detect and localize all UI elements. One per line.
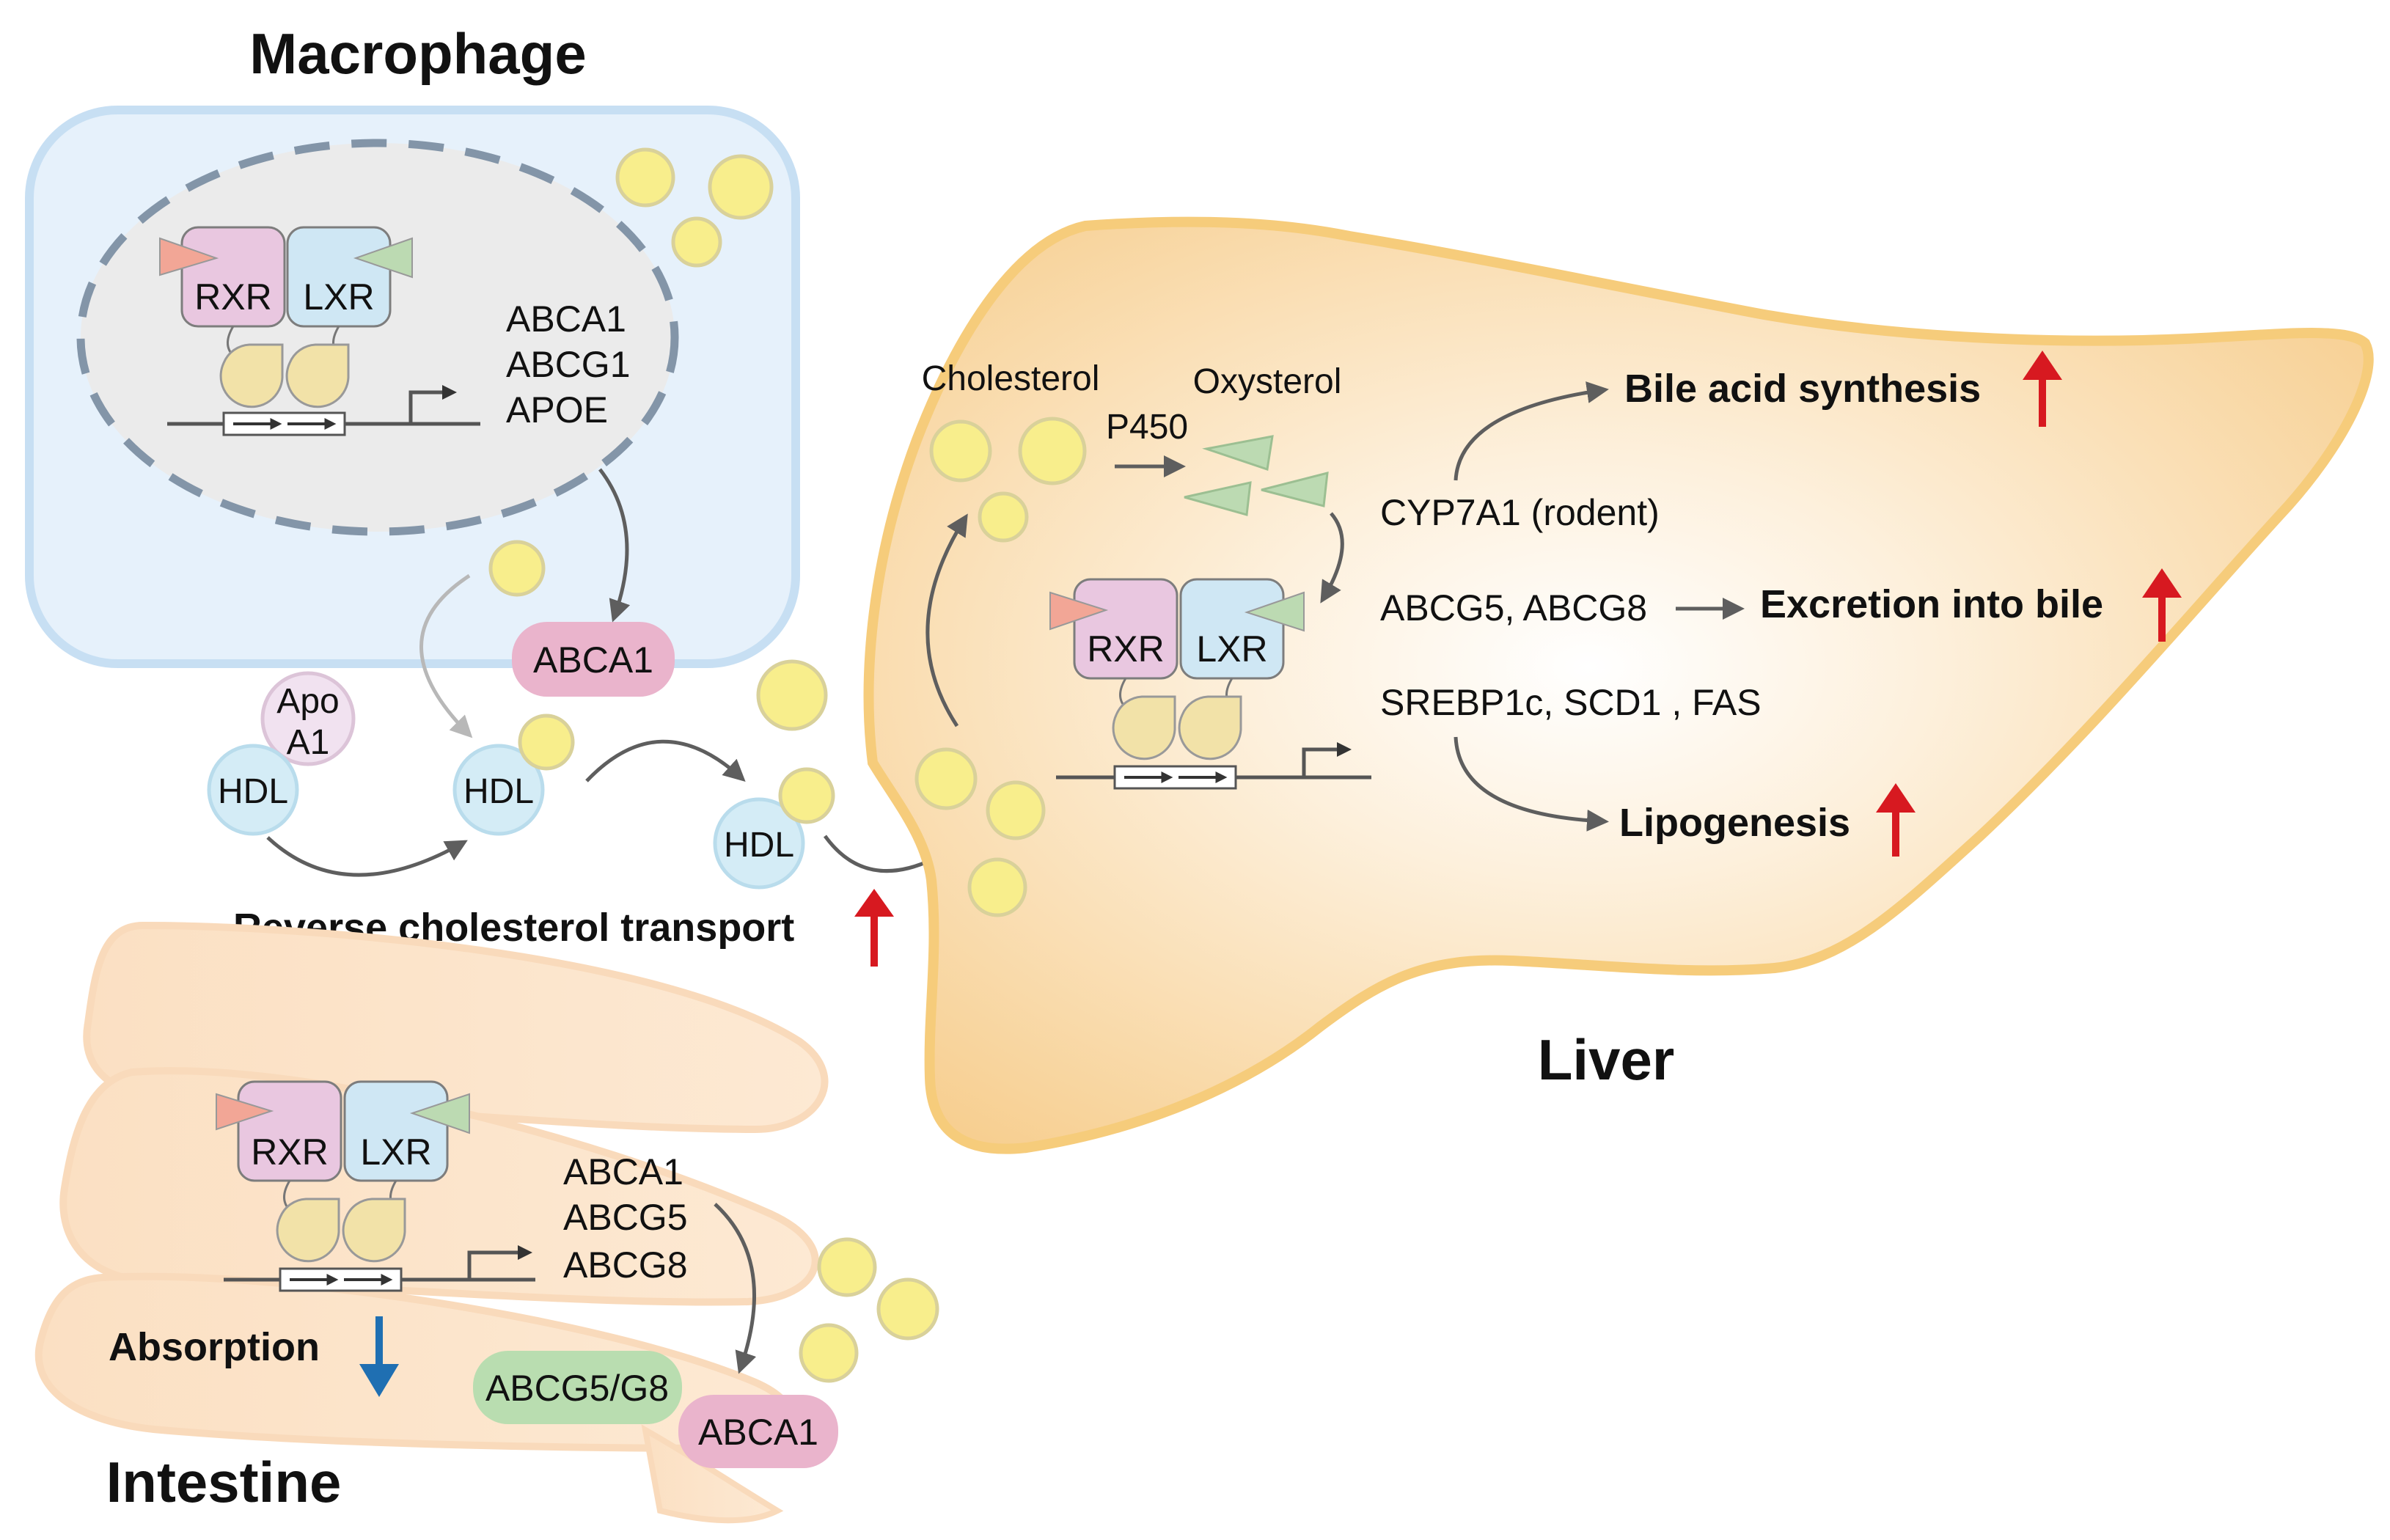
- rxr-ligand-icon: [216, 1093, 274, 1131]
- lxr-label: LXR: [1196, 628, 1267, 670]
- intestine-gene-arrow: [714, 1203, 757, 1374]
- up-arrow-icon: [1876, 783, 1916, 857]
- lxr-label: LXR: [303, 276, 374, 318]
- lxr-label: LXR: [360, 1132, 431, 1173]
- dna-binding-domain: [342, 1198, 406, 1263]
- hdl-maturation-arrow: [266, 836, 468, 877]
- intestine-gene-2: ABCG5: [563, 1197, 688, 1238]
- hdl-transport-arrow: [585, 739, 746, 782]
- transcription-start-icon: [467, 1245, 532, 1280]
- down-arrow-icon: [359, 1316, 399, 1397]
- bile-acid-arrow: [1454, 381, 1609, 481]
- transcription-start-icon: [408, 385, 457, 424]
- up-arrow-icon: [2142, 568, 2182, 642]
- cholesterol-droplet: [488, 540, 546, 597]
- up-arrow-icon: [854, 889, 894, 967]
- cholesterol-droplet: [929, 419, 992, 483]
- srebp-label: SREBP1c, SCD1 , FAS: [1380, 682, 1762, 723]
- oxysterol-icon: [1184, 481, 1252, 516]
- p450-label: P450: [1106, 408, 1188, 447]
- cholesterol-droplet: [978, 491, 1029, 543]
- cholesterol-uptake-arrow: [925, 513, 968, 727]
- gene-to-transporter-arrow: [598, 468, 631, 623]
- cholesterol-droplet: [778, 767, 835, 824]
- cholesterol-droplet: [671, 216, 722, 268]
- cholesterol-droplet: [986, 780, 1046, 840]
- cholesterol-droplet: [518, 714, 575, 771]
- dna-binding-domain: [285, 343, 350, 408]
- oxysterol-label: Oxysterol: [1193, 362, 1342, 401]
- hdl-particle: [452, 744, 545, 836]
- cholesterol-droplet: [799, 1323, 859, 1383]
- efflux-arrow: [419, 573, 473, 738]
- rxr-label: RXR: [194, 276, 272, 318]
- abcg5g8-label: ABCG5/G8: [485, 1368, 669, 1409]
- intestine-gene-1: ABCA1: [563, 1151, 683, 1192]
- abcg5-abcg8-label: ABCG5, ABCG8: [1380, 587, 1647, 628]
- cholesterol-droplet: [1018, 417, 1087, 485]
- hdl-particle: [207, 744, 299, 836]
- cyp7a1-label: CYP7A1 (rodent): [1380, 492, 1660, 533]
- hdl-particle: [713, 797, 805, 890]
- liver-title: Liver: [1538, 1027, 1674, 1092]
- intestine-abca1-label: ABCA1: [698, 1412, 818, 1453]
- cholesterol-droplet: [708, 154, 774, 220]
- hdl-label: HDL: [463, 772, 534, 811]
- macrophage-title: Macrophage: [249, 21, 586, 86]
- oxysterol-icon: [1261, 472, 1329, 507]
- cholesterol-droplet: [817, 1237, 877, 1297]
- transcription-start-icon: [1302, 742, 1352, 777]
- dna-binding-domain: [219, 343, 284, 408]
- excretion-label: Excretion into bile: [1760, 582, 2103, 626]
- dna-binding-domain: [1178, 695, 1242, 760]
- lipogenesis-arrow: [1454, 736, 1609, 832]
- macrophage-gene-3: APOE: [506, 389, 608, 430]
- oxysterol-icon: [1202, 435, 1274, 471]
- up-arrow-icon: [2023, 351, 2062, 427]
- apoa1-label-line2: A1: [287, 723, 330, 762]
- cholesterol-droplet: [615, 147, 675, 208]
- lxr-ligand-icon: [353, 237, 413, 279]
- absorption-label: Absorption: [109, 1325, 320, 1369]
- macrophage-abca1-transporter: [512, 622, 675, 697]
- dna-binding-domain: [276, 1198, 340, 1263]
- lipogenesis-label: Lipogenesis: [1619, 801, 1850, 845]
- intestine-abca1-transporter: [678, 1395, 838, 1468]
- rxr-ligand-icon: [159, 237, 219, 276]
- bile-acid-label: Bile acid synthesis: [1624, 367, 1981, 411]
- macrophage-cell: [25, 106, 800, 668]
- lxr-ligand-icon: [409, 1093, 470, 1134]
- macrophage-gene-1: ABCA1: [506, 298, 626, 340]
- rxr-label: RXR: [1087, 628, 1165, 670]
- hdl-label: HDL: [724, 826, 794, 865]
- cholesterol-droplet: [967, 857, 1027, 917]
- intestine-title: Intestine: [106, 1450, 342, 1514]
- intestine-receptor-complex: RXR LXR: [216, 1080, 535, 1292]
- cholesterol-droplet: [914, 747, 978, 810]
- cholesterol-droplet: [756, 659, 828, 731]
- cholesterol-droplet: [876, 1277, 939, 1341]
- rxr-label: RXR: [251, 1132, 329, 1173]
- abcg5g8-transporter: [473, 1351, 682, 1424]
- intestine-gene-3: ABCG8: [563, 1244, 688, 1286]
- dna-binding-domain: [1112, 695, 1176, 760]
- macrophage-receptor-complex: RXR LXR: [159, 226, 480, 436]
- oxysterol-activation-arrow: [1320, 512, 1344, 604]
- apoa1-label-line1: Apo: [276, 682, 339, 721]
- liver-receptor-complex: RXR LXR: [1049, 578, 1371, 790]
- hdl-label: HDL: [218, 772, 288, 811]
- cholesterol-label: Cholesterol: [922, 359, 1100, 398]
- rxr-ligand-icon: [1049, 591, 1109, 631]
- lxr-ligand-icon: [1244, 591, 1305, 632]
- apoa1-particle: [260, 671, 356, 766]
- macrophage-gene-2: ABCG1: [506, 344, 631, 385]
- macrophage-abca1-label: ABCA1: [533, 639, 653, 681]
